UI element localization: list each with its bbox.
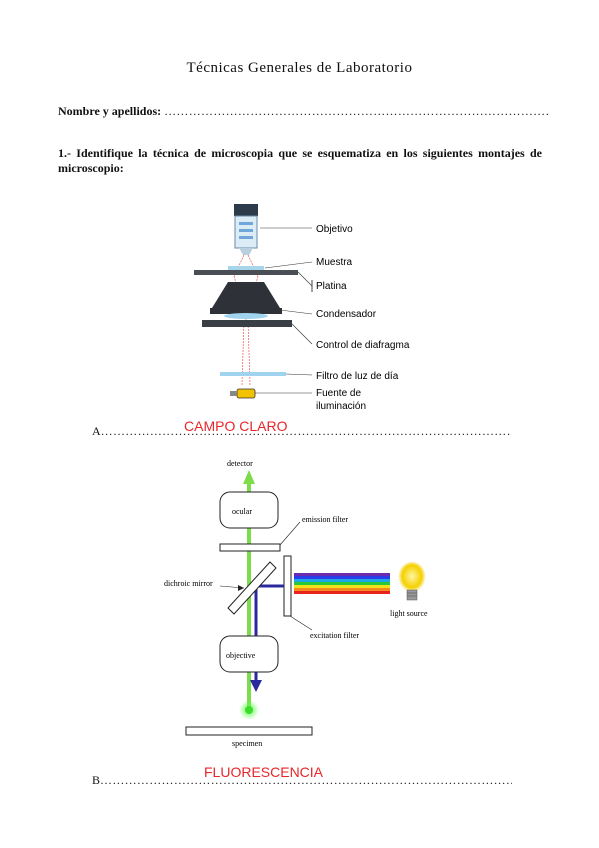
label-filtro: Filtro de luz de día xyxy=(316,371,399,382)
label-light-source: light source xyxy=(390,609,428,618)
answer-a-text: CAMPO CLARO xyxy=(184,418,288,434)
answer-b-dots: ………………………………………………………………………………………………………… xyxy=(100,773,512,787)
page-title: Técnicas Generales de Laboratorio xyxy=(186,60,413,76)
label-objetivo: Objetivo xyxy=(316,224,353,235)
lamp xyxy=(236,388,256,399)
objective-top xyxy=(234,204,258,216)
name-field[interactable]: Nombre y apellidos: ……………………………………………………… xyxy=(58,104,548,119)
answer-b-line[interactable]: B………………………………………………………………………………………………………… xyxy=(92,773,512,788)
answer-a-letter: A xyxy=(92,424,101,438)
question-1: 1.- Identifique la técnica de microscopi… xyxy=(58,146,542,175)
label-specimen: specimen xyxy=(232,739,262,748)
label-detector: detector xyxy=(227,459,253,468)
answer-b-text: FLUORESCENCIA xyxy=(204,764,324,780)
label-objective: objective xyxy=(226,651,256,660)
label-control-diafragma: Control de diafragma xyxy=(316,340,410,351)
answer-a-line[interactable]: A………………………………………………………………………………………………………… xyxy=(92,424,512,439)
excitation-filter xyxy=(283,555,292,617)
figure-a-microscope-diagram: Objetivo Muestra Platina Condensador Con… xyxy=(194,204,410,412)
answer-b-letter: B xyxy=(92,773,101,787)
label-fuente-1: Fuente de xyxy=(316,388,361,399)
daylight-filter xyxy=(220,372,286,376)
specimen-slide xyxy=(228,266,264,270)
dichroic-mirror xyxy=(227,561,277,615)
name-label: Nombre y apellidos: xyxy=(58,104,162,118)
label-platina: Platina xyxy=(316,281,347,292)
label-dichroic-mirror: dichroic mirror xyxy=(164,579,213,588)
specimen-slide-b xyxy=(185,726,313,736)
answer-a-dots: ………………………………………………………………………………………………………… xyxy=(100,424,512,438)
diaphragm xyxy=(202,320,292,327)
stage xyxy=(194,270,298,275)
objective-box xyxy=(219,635,279,673)
ocular-box xyxy=(219,491,279,529)
figure-b-fluorescence-diagram: detector ocular emission filter excitati… xyxy=(164,459,428,748)
label-fuente-2: iluminación xyxy=(316,401,366,412)
emission-filter xyxy=(219,543,281,552)
label-condensador: Condensador xyxy=(316,309,377,320)
condenser xyxy=(212,282,280,308)
label-emission-filter: emission filter xyxy=(302,515,348,524)
name-dots: …………………………………………………………………………………………………… xyxy=(164,104,548,118)
label-muestra: Muestra xyxy=(316,257,353,268)
label-ocular: ocular xyxy=(232,507,252,516)
label-excitation-filter: excitation filter xyxy=(310,631,359,640)
light-bulb-icon xyxy=(398,562,426,594)
